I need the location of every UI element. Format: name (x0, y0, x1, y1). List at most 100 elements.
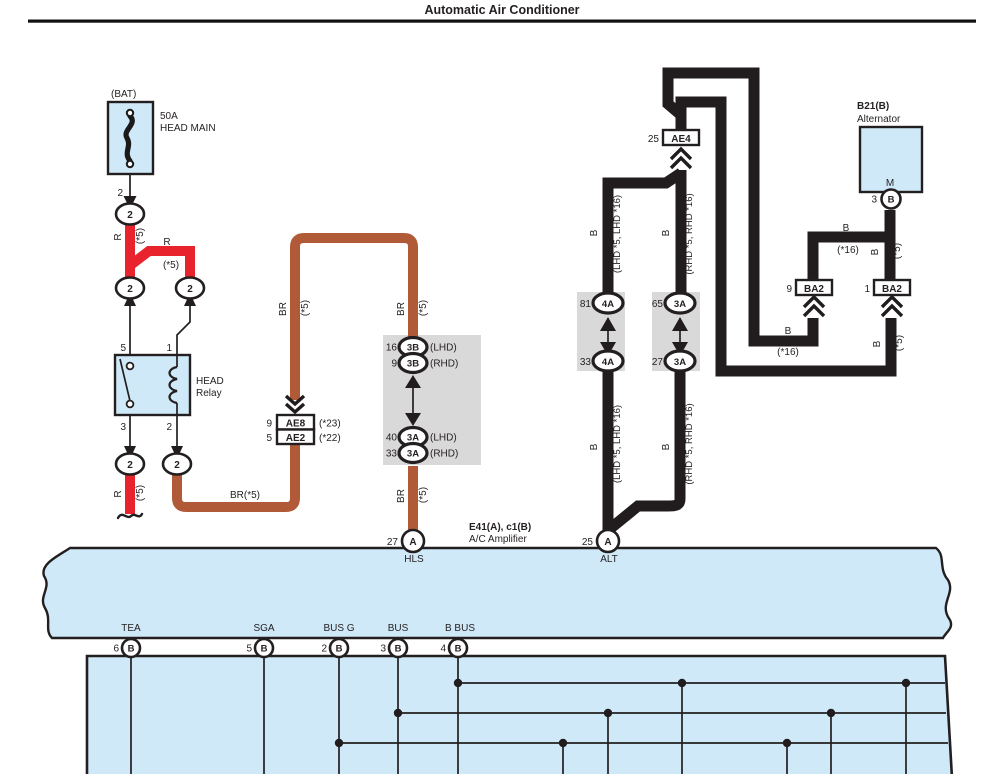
alt-pin-circle (595, 528, 621, 554)
black-alternator-branch (807, 231, 890, 281)
ba2-left-label: BA2 (804, 284, 824, 295)
wire-label-16-outer-bottom: (*16) (777, 347, 799, 358)
conn3apair-bot-pin: 27 (652, 357, 664, 368)
arrow-down-3a-icon (405, 413, 421, 426)
ae2-label: AE2 (286, 433, 306, 444)
brown-wire-lower (172, 444, 300, 512)
bus-pin-circle-tea (120, 637, 142, 659)
relay-pin2: 2 (166, 422, 172, 433)
alt-name: ALT (600, 554, 618, 565)
red-wire-branch (128, 246, 195, 280)
relay-name-line1: HEAD (196, 376, 224, 387)
wire-label-b-ur: B (661, 229, 672, 236)
battery-tag: (BAT) (111, 89, 136, 100)
fuse-name: HEAD MAIN (160, 123, 216, 134)
alternator-box (858, 125, 924, 194)
bus-pin-number-bbus: 4 (440, 644, 446, 655)
black-merge-branch (607, 369, 686, 533)
conn2-label-1: 2 (127, 210, 133, 221)
conn3apair-top-pin: 65 (652, 299, 664, 310)
alternator-pin-number: 3 (871, 195, 877, 206)
ba2-right-pin: 1 (864, 284, 870, 295)
arrow-up-3b-icon (405, 375, 421, 388)
bus-name-sga: SGA (253, 623, 274, 634)
fuse-terminal-bottom-icon (125, 159, 135, 169)
wire-label-lhd-upper: (LHD *5, LHD *16) (612, 195, 623, 273)
wire-continuation-squiggle (116, 512, 144, 520)
alternator-component: M B 3 B21(B) Alternator (857, 101, 924, 210)
wire-label-b-ba2-stem: B (872, 340, 883, 347)
wire-label-16-alt-branch: (*16) (837, 245, 859, 256)
chevron-up-ae4-icon (669, 146, 693, 170)
ba2-right-box (872, 278, 912, 297)
fuse-element-icon (123, 113, 135, 164)
conn3apair-bot-label: 3A (674, 357, 686, 368)
wire-label-lhd-lower: (LHD *5, LHD *16) (612, 405, 623, 483)
amplifier-pins: A 27 HLS A 25 ALT E41(A), c1(B) A/C Ampl… (387, 522, 621, 565)
panel-3b-3a (383, 335, 481, 465)
conn3b-rhd-oval (397, 351, 429, 375)
conn3apair-top-label: 3A (674, 299, 686, 310)
ae2-pin: 5 (266, 433, 272, 444)
black-ae4-down-branch (602, 168, 685, 296)
relay-coil-icon (168, 365, 178, 405)
conn4a-top-pin: 81 (580, 299, 592, 310)
wire-label-b-lr: B (661, 443, 672, 450)
wire-label-b-ul: B (589, 229, 600, 236)
ae4-box (661, 128, 701, 147)
hls-pin-circle (400, 528, 426, 554)
wire-label-br-2: BR (396, 302, 407, 316)
head-relay (113, 353, 192, 417)
alternator-name: Alternator (857, 114, 901, 125)
relay-contact-bottom-icon (125, 399, 135, 409)
bus-name-tea: TEA (121, 623, 141, 634)
wire-label-b-alt-branch: B (843, 223, 850, 234)
fuse-pin-number: 2 (117, 188, 123, 199)
conn3a-rhd-pin: 33 (386, 449, 398, 460)
relay-pin5: 5 (120, 343, 126, 354)
bus-pins-row: TEA SGA BUS G BUS B BUS B 6 B 5 B 2 B 3 … (113, 623, 475, 659)
bus-pin-circle-bus (387, 637, 409, 659)
wire-label-rhd-upper: (RHD *5, RHD *16) (684, 193, 695, 274)
wire-label-rhd-lower: (RHD *5, RHD *16) (684, 403, 695, 484)
conn3b-lhd-pin: 16 (386, 343, 398, 354)
ac-amplifier-band-shape (41, 546, 953, 640)
bus-junction-verticals (562, 683, 907, 774)
bus-name-bbus: B BUS (445, 623, 475, 634)
bus-horizontal-lines (339, 682, 948, 744)
conn3apair-top-oval (663, 291, 697, 315)
ba2-left-box (794, 278, 834, 297)
relay-contact-top-icon (125, 361, 135, 371)
wire-label-br-note-3: (*5) (418, 487, 429, 503)
hls-pin-letter: A (409, 537, 416, 548)
wire-label-r-3: R (113, 490, 124, 497)
conn2-label-2: 2 (127, 284, 133, 295)
conn2-label-5: 2 (174, 460, 180, 471)
bus-junction-dots (334, 678, 911, 748)
junction-blocks: AE4 25 AE8 9 (*23) AE2 5 (*22) BA2 9 BA2… (266, 128, 912, 446)
ba2-right-label: BA2 (882, 284, 902, 295)
bus-pin-verticals (130, 656, 459, 774)
bus-pin-letter-sga: B (261, 644, 268, 655)
conn2-label-4: 2 (127, 460, 133, 471)
bus-pin-letter-busg: B (336, 644, 343, 655)
inline-connectors-3b-3a: 3B 16 (LHD) 3B 9 (RHD) 3A 40 (LHD) 3A 33… (386, 335, 458, 465)
fuse-head-main (106, 100, 155, 176)
alt-pin-letter: A (604, 537, 611, 548)
bus-pin-letter-bbus: B (455, 644, 462, 655)
relay-name-line2: Relay (196, 388, 222, 399)
ae8-note: (*23) (319, 419, 341, 430)
black-inner-loop (675, 96, 897, 377)
ae8-pin: 9 (266, 419, 272, 430)
conn3a-lhd-variant: (LHD) (430, 433, 457, 444)
wire-label-br-1: BR (278, 302, 289, 316)
arrow-down-4a-icon (600, 342, 616, 356)
ae8-label: AE8 (286, 419, 306, 430)
conn2-oval-5 (161, 452, 193, 476)
hls-name: HLS (404, 554, 424, 565)
relay-pin1: 1 (166, 343, 172, 354)
alternator-terminal-label: M (886, 178, 894, 189)
page-title: Automatic Air Conditioner (424, 3, 579, 17)
ae4-label: AE4 (671, 134, 691, 145)
